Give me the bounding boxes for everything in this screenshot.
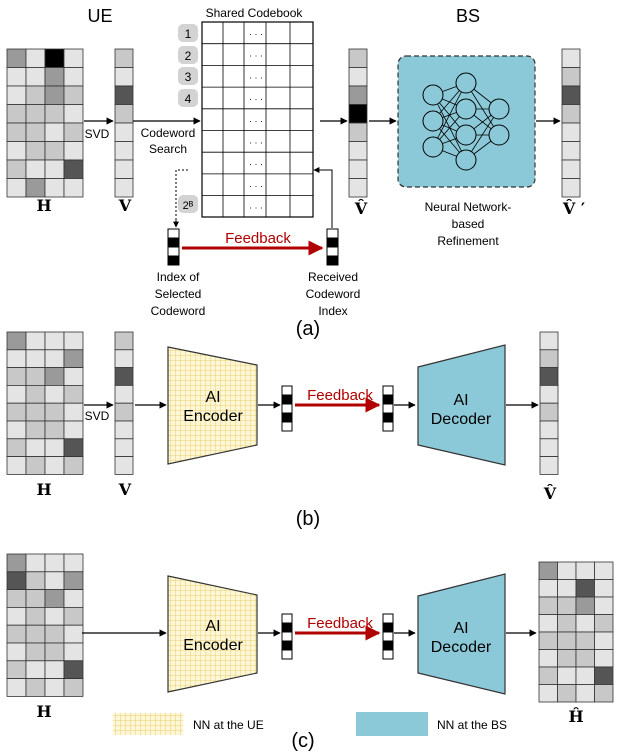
caption-b: (b) (296, 508, 320, 530)
svg-text:NN at the BS: NN at the BS (437, 718, 507, 732)
vector-v (114, 48, 134, 198)
svd-label: SVD (85, 127, 110, 141)
feedback-label: Feedback (307, 615, 373, 632)
svg-text:· · ·: · · · (249, 29, 263, 39)
svg-text:AI: AI (205, 389, 220, 406)
label-h: H (36, 702, 51, 721)
vector-v-hat-prime (561, 48, 581, 198)
received-index-line-1: Received (308, 270, 358, 284)
index-selected-line-2: Selected (155, 287, 202, 301)
codebook-index-1: 1 (178, 24, 198, 42)
selected-index-bits (167, 228, 180, 266)
channel-matrix-h (6, 331, 84, 475)
label-v: V (118, 196, 132, 215)
svg-text:4: 4 (185, 92, 192, 106)
panel-a: UE BS Shared Codebook H V SVD Codeword S… (6, 6, 585, 340)
codebook-title: Shared Codebook (206, 6, 304, 20)
ai-decoder: AI Decoder (417, 573, 506, 695)
svg-text:· · ·: · · · (249, 159, 263, 169)
nn-refinement-block (397, 55, 536, 188)
nn-refinement-line-3: Refinement (437, 234, 499, 248)
svg-text:2ᴮ: 2ᴮ (183, 200, 194, 212)
legend: NN at the UE NN at the BS (113, 712, 507, 736)
ai-decoder: AI Decoder (417, 344, 506, 466)
legend-bs: NN at the BS (356, 712, 507, 736)
svg-text:Encoder: Encoder (183, 408, 243, 425)
received-index-connector (313, 167, 333, 228)
codebook-index-3: 3 (178, 67, 198, 85)
codeword-search-label-2: Search (149, 142, 187, 156)
svg-text:3: 3 (185, 70, 192, 84)
index-selected-line-3: Codeword (151, 304, 206, 318)
ue-feedback-bits (281, 613, 293, 660)
received-index-bits (326, 228, 339, 266)
channel-matrix-h (6, 553, 84, 697)
codebook-index-badges: 1 2 3 4 2ᴮ (178, 24, 198, 213)
vector-v-hat (348, 48, 368, 198)
svg-text:· · ·: · · · (249, 94, 263, 104)
codebook-index-2: 2 (178, 46, 198, 64)
label-v-hat: V̂ (354, 199, 368, 218)
label-v-hat: V̂ (543, 484, 557, 503)
legend-ue: NN at the UE (113, 713, 264, 735)
caption-c: (c) (291, 730, 314, 752)
bs-title: BS (456, 6, 480, 26)
codebook-index-last: 2ᴮ (178, 195, 198, 213)
codeword-search-label-1: Codeword (141, 126, 196, 140)
index-selected-line-1: Index of (157, 270, 200, 284)
svd-label: SVD (85, 409, 110, 423)
ue-title: UE (87, 6, 112, 26)
channel-matrix-h-hat (538, 561, 614, 703)
bs-feedback-bits (382, 613, 394, 660)
panel-b: H SVD V AI Encoder Feedback (6, 331, 559, 530)
svg-text:2: 2 (185, 49, 192, 63)
codebook-index-4: 4 (178, 89, 198, 107)
shared-codebook: · · · · · · · · · · · · · · · · · · · · · · · ·… (201, 21, 314, 218)
nn-refinement-line-2: based (452, 217, 485, 231)
svg-text:· · ·: · · · (249, 138, 263, 148)
label-v: V (118, 480, 132, 499)
vector-v (114, 331, 134, 475)
label-v-hat-prime: V̂ ′ (562, 199, 585, 218)
ai-encoder: AI Encoder (167, 346, 258, 465)
svg-text:Decoder: Decoder (431, 639, 492, 656)
label-h: H (36, 480, 51, 499)
feedback-label: Feedback (225, 230, 291, 247)
svg-text:· · ·: · · · (249, 72, 263, 82)
svg-text:1: 1 (185, 27, 192, 41)
feedback-label: Feedback (307, 387, 373, 404)
received-index-line-3: Index (318, 304, 347, 318)
label-h: H (36, 196, 51, 215)
panel-c: H AI Encoder Feedback AI Deco (6, 553, 614, 752)
svg-text:· · ·: · · · (249, 51, 263, 61)
ai-encoder: AI Encoder (167, 575, 258, 693)
label-h-hat: Ĥ (568, 706, 583, 726)
received-index-line-2: Codeword (306, 287, 361, 301)
svg-text:· · ·: · · · (249, 181, 263, 191)
svg-text:Decoder: Decoder (431, 411, 492, 428)
svg-text:AI: AI (453, 620, 468, 637)
channel-matrix-h (6, 48, 84, 198)
svg-text:AI: AI (205, 618, 220, 635)
svg-text:· · ·: · · · (249, 203, 263, 213)
svg-text:· · ·: · · · (249, 116, 263, 126)
caption-a: (a) (296, 318, 320, 340)
svg-text:AI: AI (453, 392, 468, 409)
neural-network-icon (422, 72, 510, 171)
vector-v-hat (539, 331, 559, 475)
svg-text:NN at the UE: NN at the UE (193, 718, 264, 732)
selected-codeword-connector (175, 169, 188, 224)
ue-feedback-bits (281, 385, 293, 432)
svg-text:Encoder: Encoder (183, 637, 243, 654)
nn-refinement-line-1: Neural Network- (425, 200, 512, 214)
bs-feedback-bits (382, 385, 394, 432)
